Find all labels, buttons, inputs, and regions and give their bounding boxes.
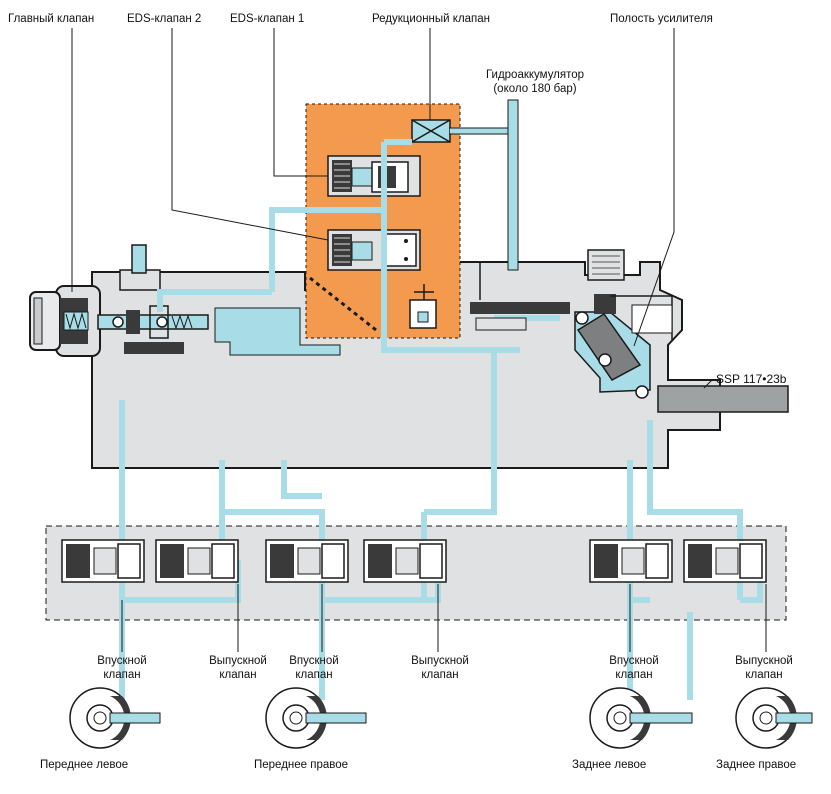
label-wheel-rear-left: Заднее левое <box>572 759 647 771</box>
valve-label-line2: клапан <box>421 669 459 681</box>
label-eds-valve-1: EDS-клапан 1 <box>230 13 305 25</box>
wheel-brakes <box>69 687 813 749</box>
label-wheel-front-right: Переднее правое <box>254 759 349 771</box>
label-inlet-valve-fr: Впускной клапан <box>268 654 360 682</box>
label-inlet-valve-rl: Впускной клапан <box>588 654 680 682</box>
valve-cartridges <box>61 539 767 583</box>
label-inlet-valve-fl: Впускной клапан <box>76 654 168 682</box>
label-accumulator: Гидроаккумулятор (около 180 бар) <box>470 68 600 96</box>
label-booster-cavity: Полость усилителя <box>610 13 713 25</box>
fluid-chamber-left <box>214 307 341 356</box>
valve-label-line2: клапан <box>615 669 653 681</box>
valve-label-line2: клапан <box>103 669 141 681</box>
valve-label-line1: Впускной <box>289 655 339 667</box>
label-reducing-valve: Редукционный клапан <box>372 13 491 25</box>
label-main-valve: Главный клапан <box>8 13 95 25</box>
label-wheel-rear-right: Заднее правое <box>716 759 797 771</box>
label-ssp-code: SSP 117•23b <box>716 372 787 386</box>
valve-label-line1: Выпускной <box>411 655 469 667</box>
accumulator-line <box>507 99 519 271</box>
label-accumulator-line1: Гидроаккумулятор <box>485 69 585 81</box>
valve-label-line1: Впускной <box>609 655 659 667</box>
pedal-rod <box>657 385 789 413</box>
label-outlet-valve-fl: Выпускной клапан <box>192 654 284 682</box>
label-outlet-valve-fr: Выпускной клапан <box>394 654 486 682</box>
leader-lines <box>71 28 767 652</box>
valve-label-line1: Впускной <box>97 655 147 667</box>
booster-assembly <box>462 249 673 399</box>
eds-valve-2 <box>327 229 421 271</box>
label-wheel-front-left: Переднее левое <box>40 759 129 771</box>
valve-label-line2: клапан <box>745 669 783 681</box>
valve-label-line1: Выпускной <box>209 655 267 667</box>
eds-valve-1 <box>327 155 421 197</box>
label-eds-valve-2: EDS-клапан 2 <box>127 13 202 25</box>
valve-label-line2: клапан <box>219 669 257 681</box>
label-outlet-valve-rr: Выпускной клапан <box>718 654 810 682</box>
valve-label-line2: клапан <box>295 669 333 681</box>
valve-label-line1: Выпускной <box>735 655 793 667</box>
label-accumulator-line2: (около 180 бар) <box>493 83 577 95</box>
